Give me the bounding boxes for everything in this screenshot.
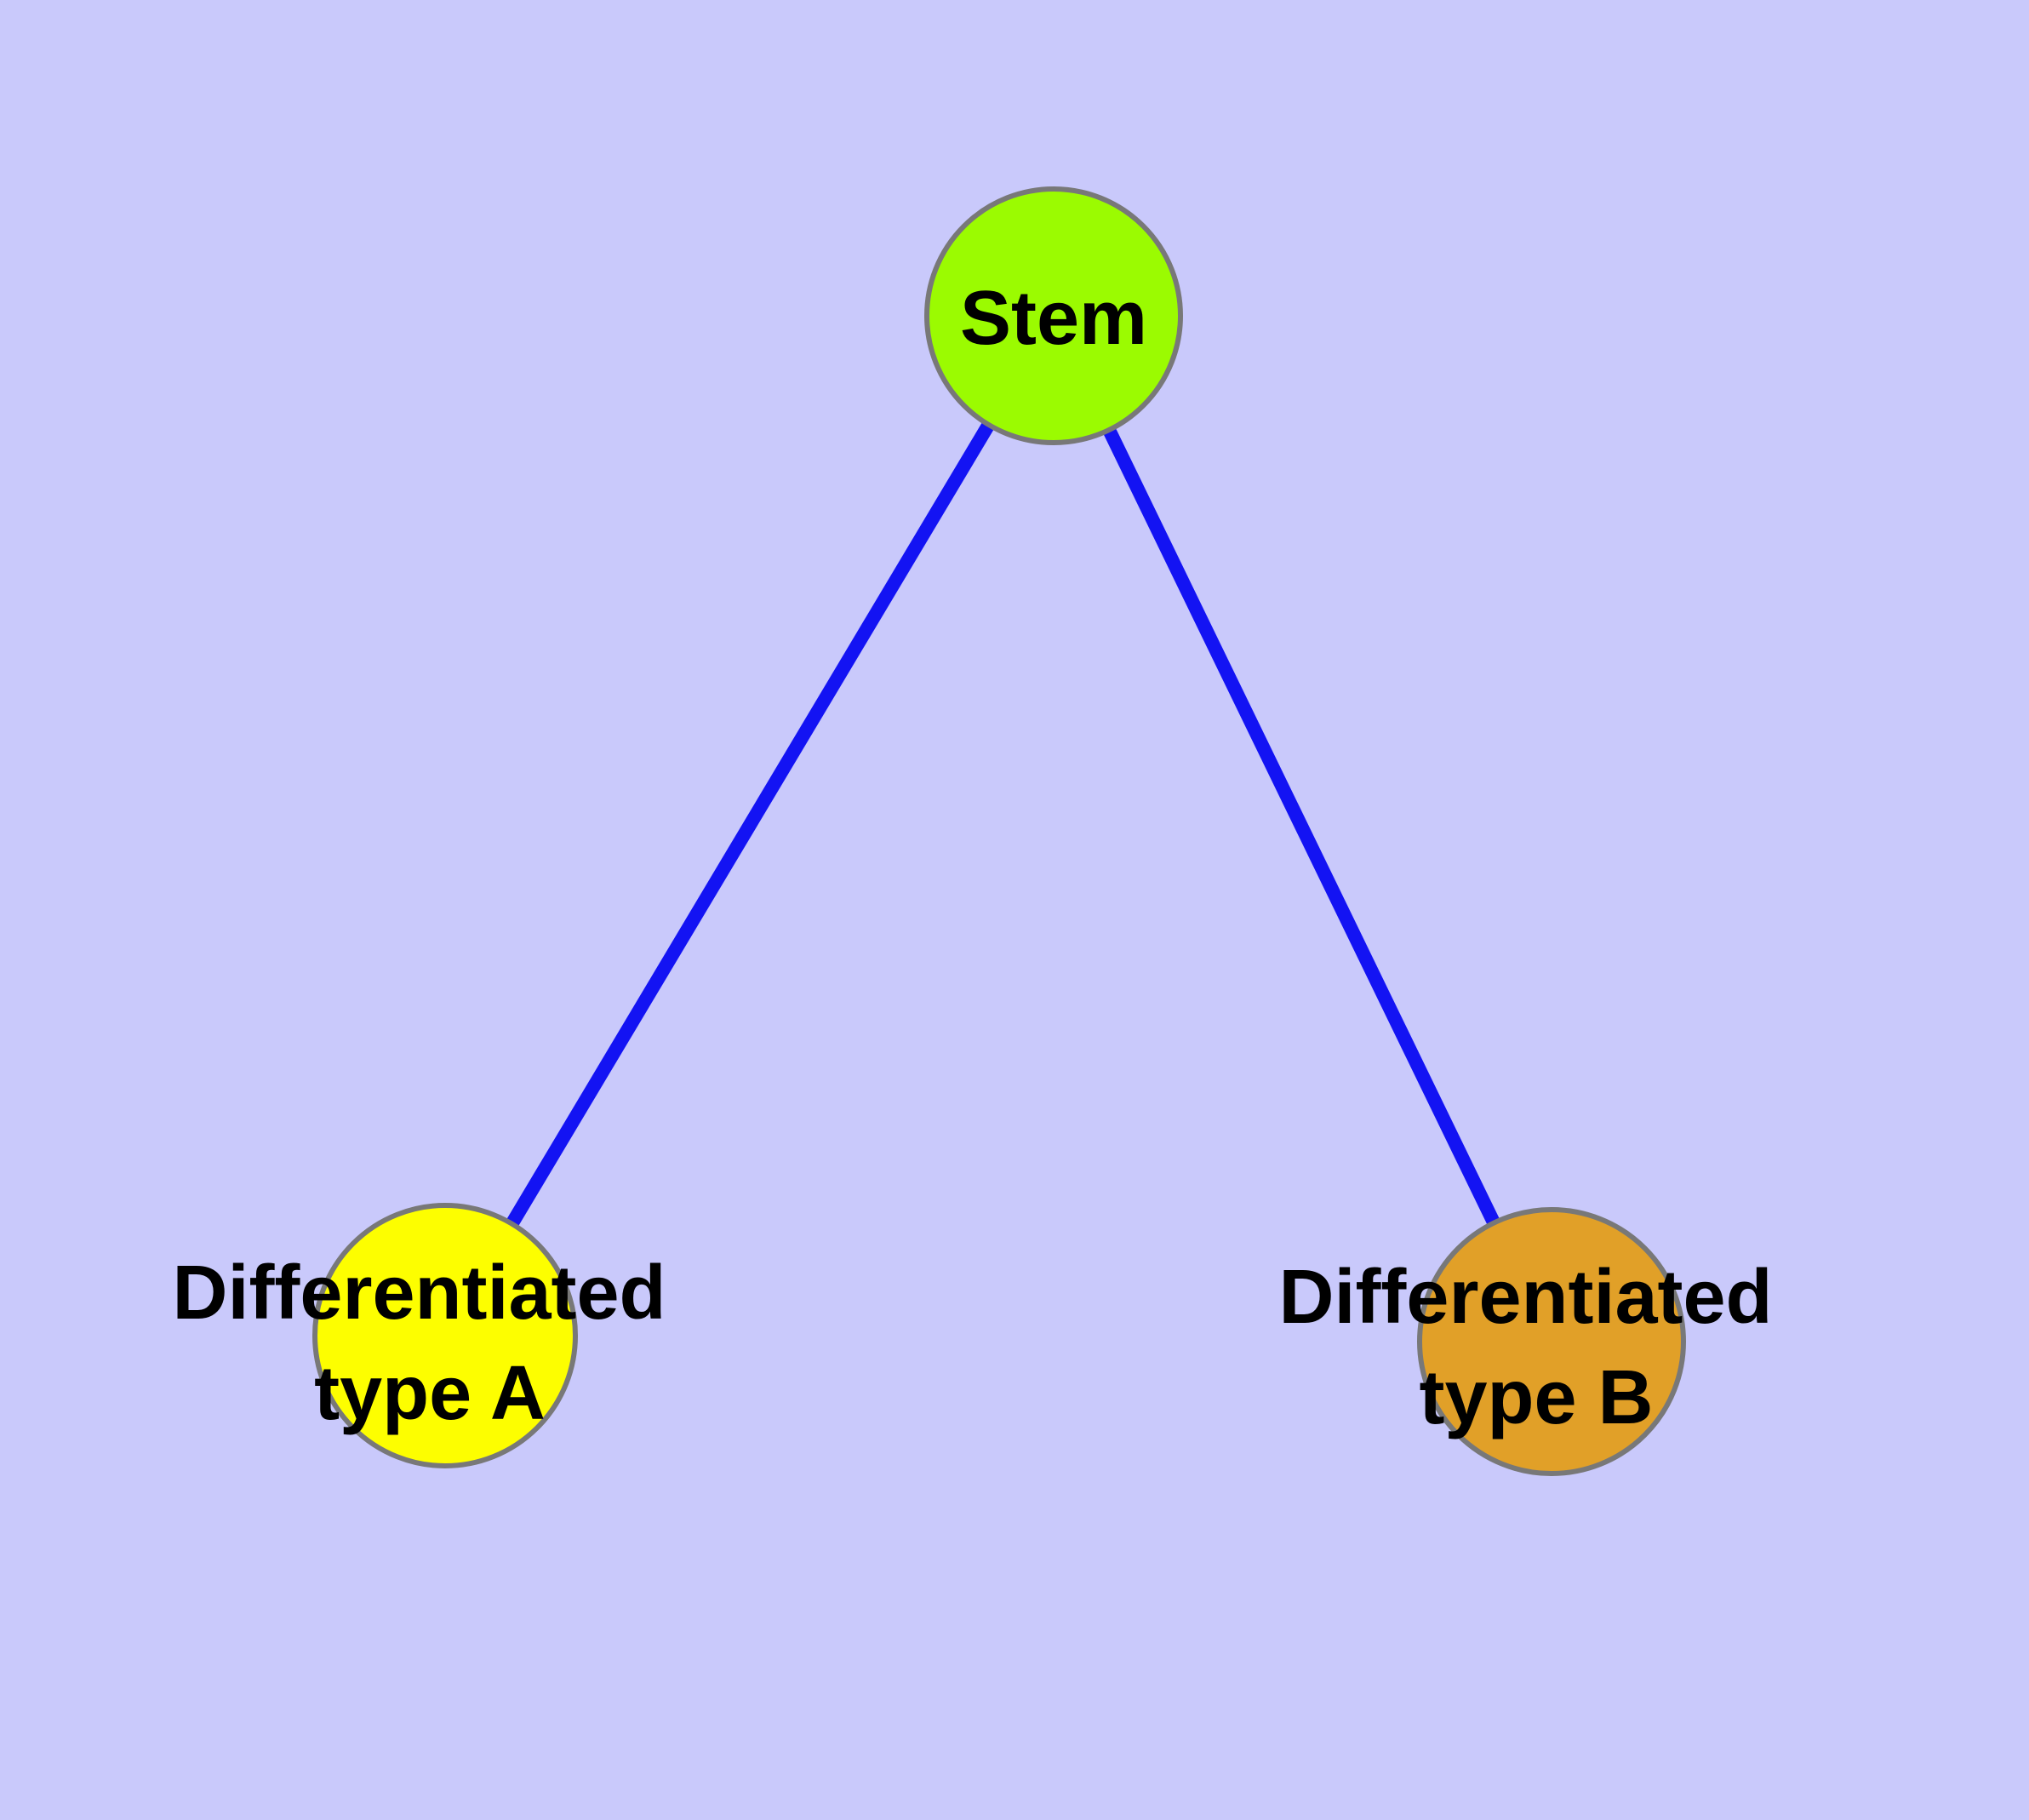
node-stem bbox=[924, 186, 1183, 445]
label-line-1: Differentiated bbox=[1278, 1255, 1772, 1340]
edge-stem-to-type-b bbox=[1047, 312, 1558, 1345]
node-differentiated-type-b bbox=[1417, 1207, 1686, 1476]
node-stem-label: Stem bbox=[960, 276, 1147, 361]
label-line-1: Differentiated bbox=[172, 1251, 666, 1336]
node-differentiated-type-b-label: Differentiated type B bbox=[1278, 1255, 1793, 1440]
node-differentiated-type-a bbox=[312, 1203, 578, 1468]
edge-stem-to-type-a bbox=[439, 312, 1060, 1340]
label-line-2: type B bbox=[1419, 1355, 1653, 1440]
label-line-2: type A bbox=[314, 1351, 546, 1436]
node-differentiated-type-a-label: Differentiated type A bbox=[172, 1251, 687, 1436]
